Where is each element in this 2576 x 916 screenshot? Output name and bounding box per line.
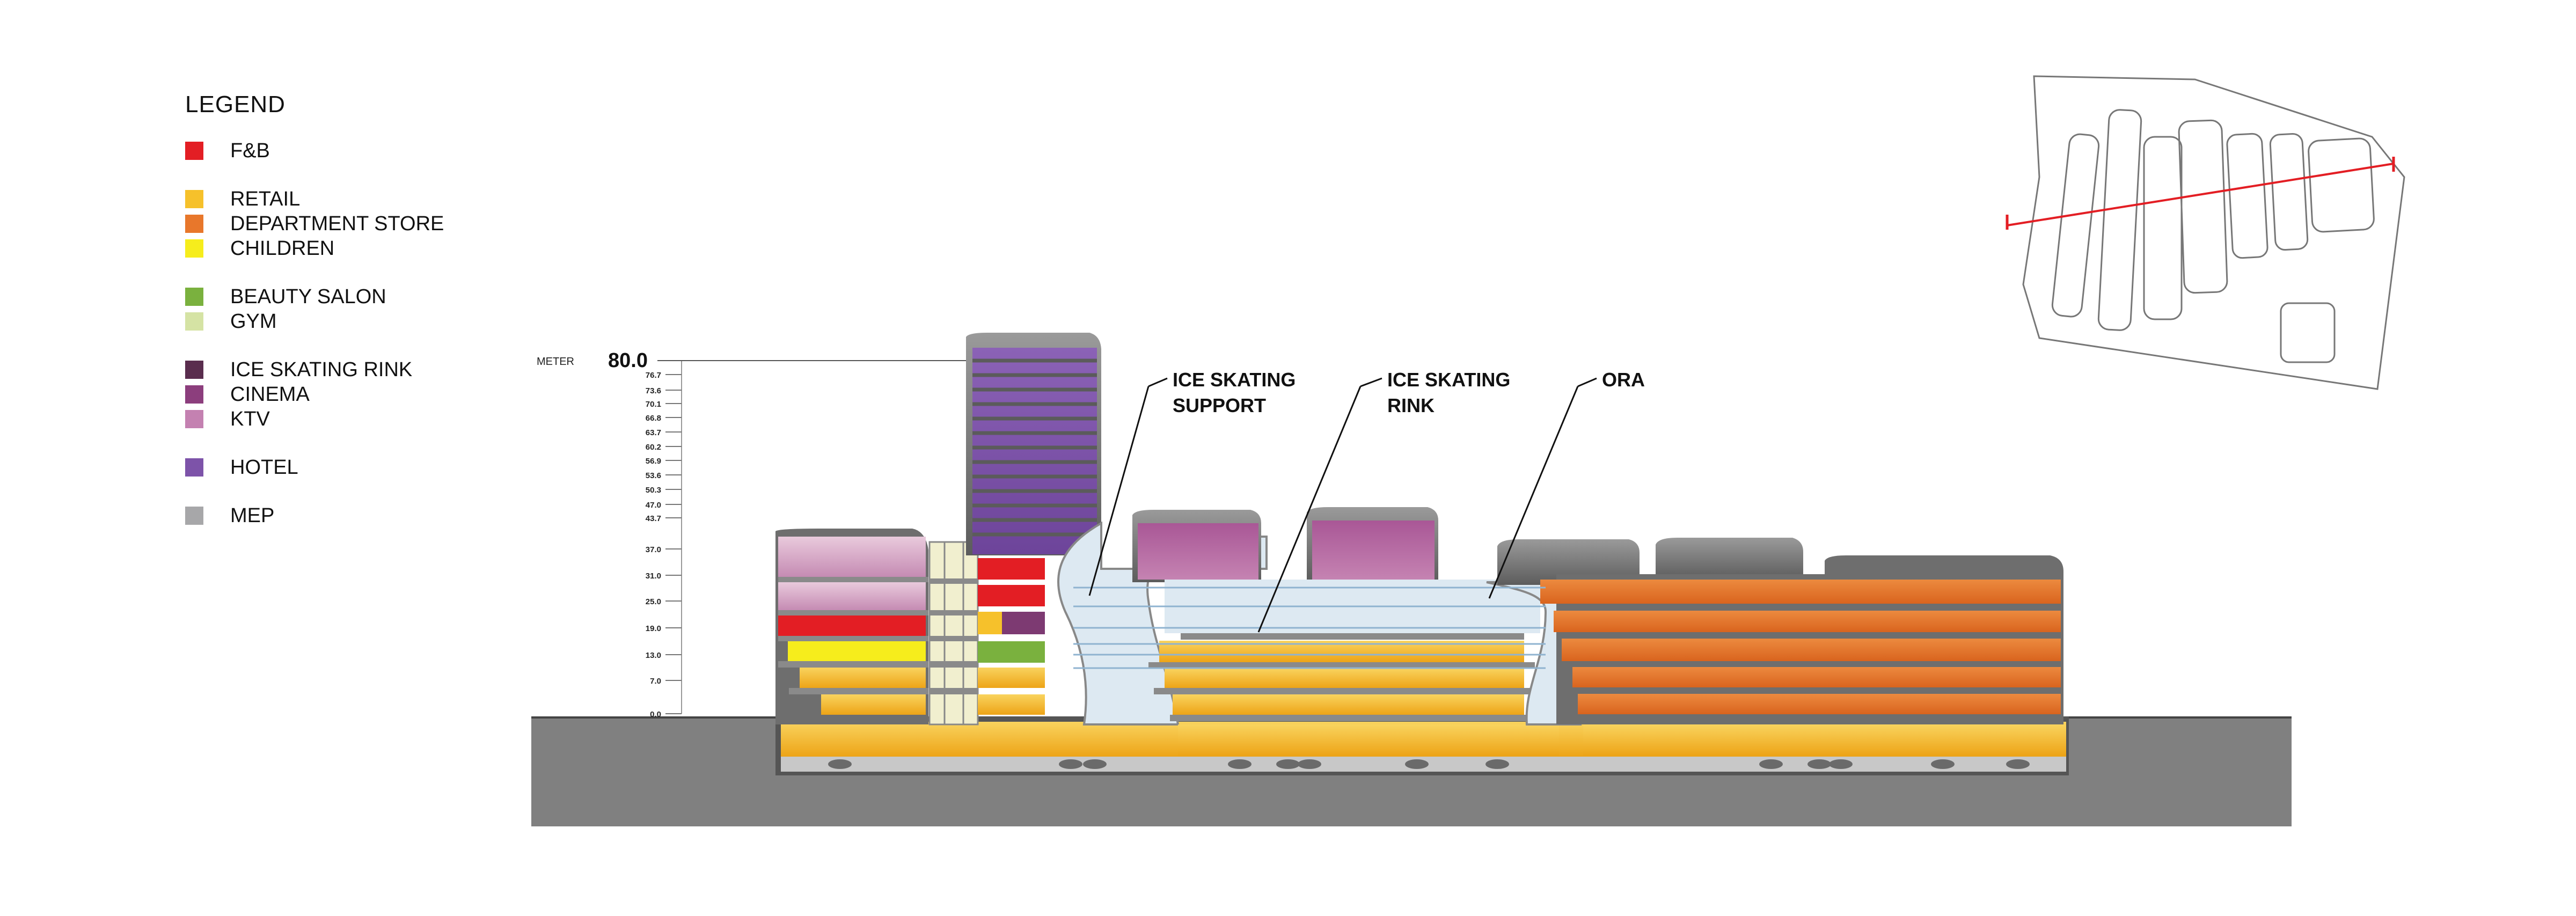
core-column (928, 541, 979, 726)
legend-item: ICE SKATING RINK (185, 357, 507, 382)
legend-item: F&B (185, 138, 507, 163)
legend-label: F&B (230, 140, 270, 162)
height-scale: METER 80.0 76.7 73.6 70.1 66.8 63.7 60.2 56.9 5… (537, 349, 966, 719)
legend-label: DEPARTMENT STORE (230, 212, 444, 235)
scale-level-label: 7.0 (650, 677, 661, 686)
legend-item: KTV (185, 407, 507, 431)
scale-level-label: 70.1 (646, 400, 661, 409)
middle-block (1132, 507, 1559, 756)
legend-label: MEP (230, 504, 275, 527)
callout-rink-line2: RINK (1387, 394, 1435, 416)
legend-item: GYM (185, 309, 507, 334)
scale-level-label: 63.7 (646, 428, 661, 437)
legend-group: MEP (185, 503, 507, 528)
legend-item: CINEMA (185, 382, 507, 407)
legend-swatch (185, 215, 203, 233)
scale-level-label: 31.0 (646, 571, 661, 581)
scale-level-label: 76.7 (646, 371, 661, 380)
legend-label: RETAIL (230, 188, 301, 210)
legend-group: HOTEL (185, 455, 507, 480)
legend-item: BEAUTY SALON (185, 284, 507, 309)
legend-title: LEGEND (185, 91, 286, 118)
legend-label: ICE SKATING RINK (230, 358, 413, 381)
atrium-floor-lines (1073, 587, 1546, 669)
legend-label: GYM (230, 310, 277, 333)
callout-support-line1: ICE SKATING (1173, 369, 1296, 391)
scale-level-label: 25.0 (646, 597, 661, 606)
scale-level-label: 19.0 (646, 624, 661, 633)
legend-label: HOTEL (230, 456, 298, 479)
legend-label: KTV (230, 408, 270, 430)
scale-level-label: 66.8 (646, 414, 661, 423)
scale-level-label: 13.0 (646, 651, 661, 660)
scale-level-label: 50.3 (646, 486, 661, 495)
scale-level-label: 73.6 (646, 386, 661, 395)
scale-level-label: 56.9 (646, 457, 661, 466)
legend-swatch (185, 507, 203, 525)
scale-level-label: 60.2 (646, 443, 661, 452)
legend-swatch (185, 312, 203, 331)
legend-item: CHILDREN (185, 236, 507, 261)
legend-item: HOTEL (185, 455, 507, 480)
legend-group: F&B (185, 138, 507, 163)
hotel-tower (966, 333, 1101, 715)
legend-swatch (185, 142, 203, 160)
scale-level-label: 0.0 (650, 710, 661, 719)
legend-label: BEAUTY SALON (230, 285, 386, 308)
legend-item: DEPARTMENT STORE (185, 211, 507, 236)
callout-support-line2: SUPPORT (1173, 394, 1266, 416)
callouts: ICE SKATING SUPPORT ICE SKATING RINK ORA (1088, 369, 1645, 633)
legend-item: MEP (185, 503, 507, 528)
legend-swatch (185, 361, 203, 379)
scale-top-label: 80.0 (608, 349, 648, 372)
right-block (1497, 538, 2066, 756)
scale-level-label: 37.0 (646, 545, 661, 554)
left-podium (775, 529, 928, 724)
legend-swatch (185, 288, 203, 306)
scale-level-label: 47.0 (646, 501, 661, 510)
scale-unit-label: METER (537, 356, 574, 368)
legend-swatch (185, 190, 203, 208)
key-plan (2006, 75, 2405, 390)
legend-swatch (185, 239, 203, 258)
callout-ora: ORA (1602, 369, 1645, 391)
legend-label: CHILDREN (230, 237, 335, 260)
callout-rink-line1: ICE SKATING (1387, 369, 1510, 391)
legend-label: CINEMA (230, 383, 310, 406)
scale-level-label: 53.6 (646, 471, 661, 480)
legend-swatch (185, 385, 203, 404)
legend-item: RETAIL (185, 187, 507, 211)
legend-swatch (185, 458, 203, 477)
scale-level-label: 43.7 (646, 514, 661, 523)
legend-swatch (185, 410, 203, 428)
